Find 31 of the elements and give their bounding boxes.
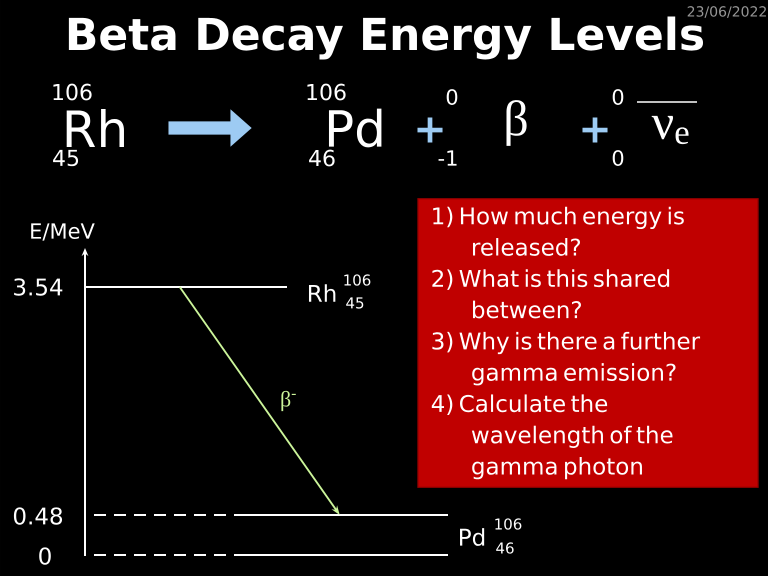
- charge-number: -1: [438, 150, 457, 166]
- plus-sign: +: [418, 117, 443, 143]
- title: Beta Decay Energy Levels: [68, 16, 704, 60]
- energy-level-line: [94, 514, 448, 516]
- particle-symbol: β: [506, 100, 527, 146]
- mass-number: 0: [446, 89, 458, 105]
- level-label: Pd: [460, 528, 484, 546]
- tick-label: 0.48: [14, 507, 62, 525]
- level-label: Rh: [308, 284, 336, 302]
- energy-level-line: [85, 286, 287, 288]
- nucleon-number: 106: [344, 274, 370, 286]
- edge-label: β$^{-}$: [281, 390, 296, 412]
- axis-label: E/MeV: [31, 223, 95, 241]
- proton-number: 45: [53, 150, 78, 166]
- plus-sign: +: [582, 117, 608, 143]
- nucleon-number: 106: [307, 84, 346, 100]
- nucleon-number: 106: [53, 84, 92, 100]
- nuclide-symbol: Pd: [328, 108, 382, 148]
- proton-number: 46: [309, 150, 335, 166]
- proton-number: 45: [346, 297, 364, 309]
- tick-label: 3.54: [14, 278, 62, 296]
- proton-number: 46: [496, 542, 514, 554]
- mass-number: 0: [612, 89, 624, 105]
- tick-label: 0: [39, 547, 51, 565]
- charge-number: 0: [612, 150, 624, 166]
- energy-level-line: [94, 554, 448, 556]
- particle-symbol: ν$_{e}$: [652, 116, 689, 144]
- question-box: 1) How much energy is released? 2) What is this shared between? 3) Why is there a further gamma emission? 4) Calculate the wavelength of the gamma photon: [417, 198, 759, 488]
- date: 23/06/2022: [688, 6, 766, 18]
- nuclide-symbol: Rh: [66, 109, 124, 147]
- nucleon-number: 106: [495, 518, 522, 530]
